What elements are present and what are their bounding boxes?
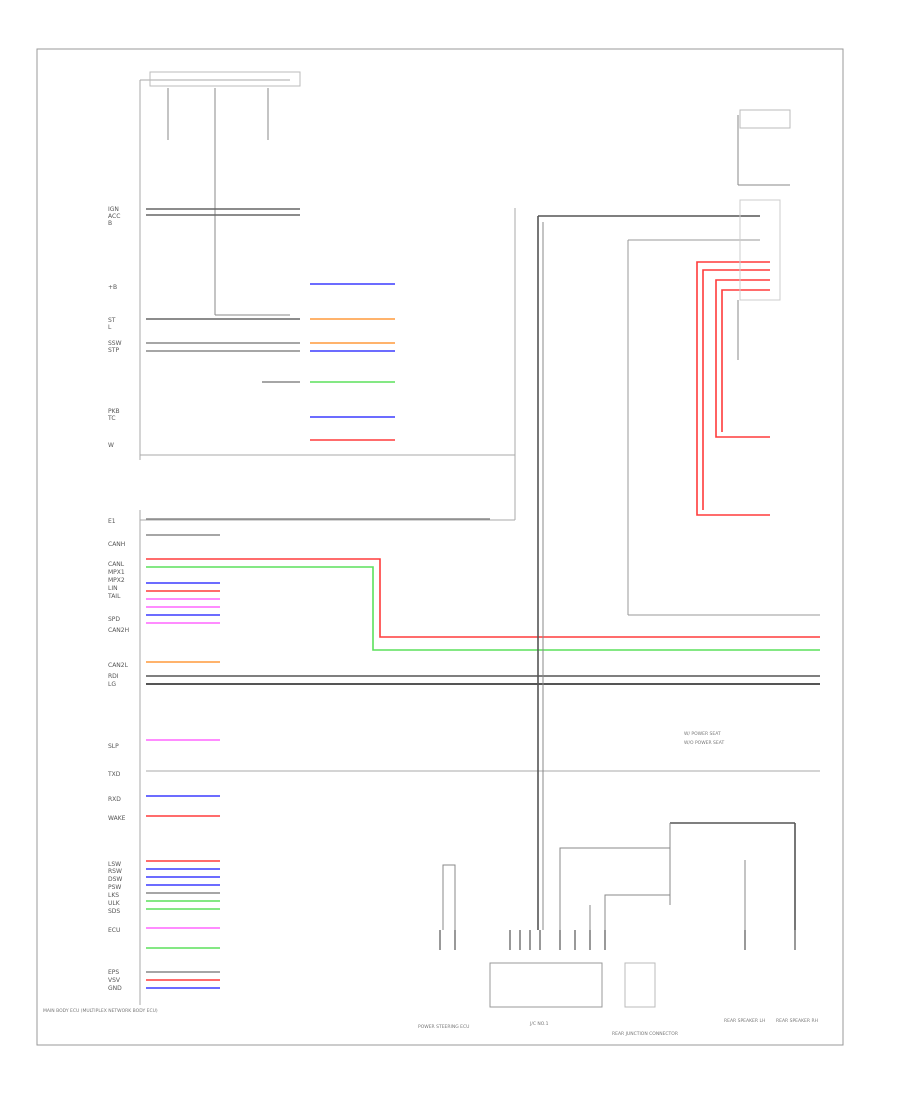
label-lg: LG — [108, 681, 116, 688]
top-wires — [146, 208, 395, 441]
label-gnd: GND — [108, 985, 122, 992]
label-can2h: CAN2H — [108, 627, 129, 634]
component-power-steering-ecu: POWER STEERING ECU — [418, 1024, 469, 1030]
label-canh: CANH — [108, 541, 125, 548]
label-ign: IGN — [108, 206, 119, 213]
outer-frame — [36, 48, 844, 1046]
ecu-name-label: MAIN BODY ECU (MULTIPLEX NETWORK BODY EC… — [43, 1008, 158, 1014]
label-b: B — [108, 220, 112, 227]
ecu-left-bus — [139, 79, 516, 1005]
label-tail: TAIL — [107, 593, 121, 600]
bottom-component-wires — [442, 822, 796, 1008]
label-plus-b: +B — [108, 284, 117, 291]
right-connectors — [696, 109, 791, 516]
label-acc: ACC — [108, 213, 120, 220]
label-lsw: LSW — [108, 861, 121, 868]
label-e1: E1 — [108, 518, 116, 525]
label-txd: TXD — [107, 771, 121, 778]
label-rdi: RDI — [108, 673, 119, 680]
top-fuses — [149, 71, 301, 316]
left-labels-top: IGN ACC B +B ST L SSW STP PKB TC W — [107, 206, 122, 449]
label-rsw: RSW — [108, 868, 122, 875]
left-labels-bottom: E1 CANH CANL MPX1 MPX2 LIN TAIL SPD CAN2… — [107, 518, 129, 992]
label-tc: TC — [107, 415, 116, 422]
label-lks: LKS — [108, 892, 119, 899]
component-rear-speaker-rh: REAR SPEAKER RH — [776, 1018, 818, 1024]
legend-without-power-seat: W/O POWER SEAT — [684, 740, 724, 746]
label-sds: SDS — [108, 908, 120, 915]
bottom-component-labels: POWER STEERING ECU J/C NO.1 REAR JUNCTIO… — [418, 1018, 818, 1037]
legend-with-power-seat: W/ POWER SEAT — [684, 731, 721, 737]
label-l: L — [108, 324, 112, 331]
label-eps: EPS — [108, 969, 119, 976]
label-lin: LIN — [108, 585, 118, 592]
label-ulk: ULK — [108, 900, 121, 907]
label-psw: PSW — [108, 884, 121, 891]
label-rxd: RXD — [108, 796, 121, 803]
side-legend: W/ POWER SEAT W/O POWER SEAT — [684, 731, 724, 746]
label-stp: STP — [108, 347, 119, 354]
label-st: ST — [108, 317, 116, 324]
label-wake: WAKE — [108, 815, 126, 822]
terminal-stubs — [439, 930, 796, 950]
label-spd: SPD — [108, 616, 120, 623]
label-dsw: DSW — [108, 876, 122, 883]
component-rear-junction: REAR JUNCTION CONNECTOR — [612, 1031, 678, 1037]
label-mpx2: MPX2 — [108, 577, 125, 584]
label-mpx1: MPX1 — [108, 569, 125, 576]
component-rear-speaker-lh: REAR SPEAKER LH — [724, 1018, 765, 1024]
bottom-wires — [146, 518, 820, 989]
label-vsv: VSV — [108, 977, 121, 984]
label-w: W — [108, 442, 114, 449]
label-can2l: CAN2L — [108, 662, 129, 669]
component-jc-no1: J/C NO.1 — [529, 1021, 549, 1027]
label-canl: CANL — [108, 561, 125, 568]
label-pkb: PKB — [108, 408, 120, 415]
label-ssw: SSW — [108, 340, 122, 347]
label-slp: SLP — [108, 743, 119, 750]
label-ecu: ECU — [108, 927, 120, 934]
jc-bus — [537, 215, 820, 930]
